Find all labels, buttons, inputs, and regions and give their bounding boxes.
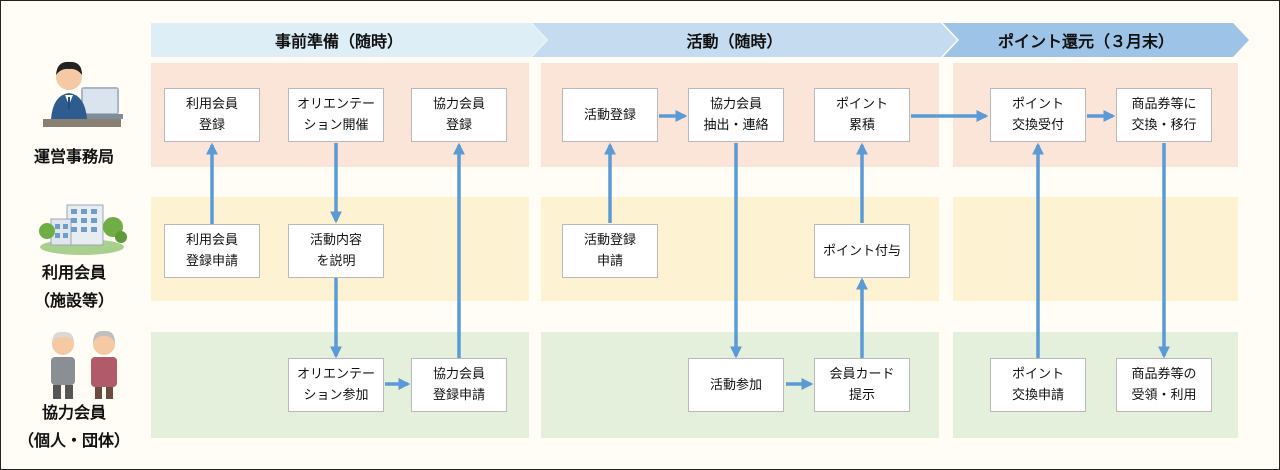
box-line: オリエンテー xyxy=(296,367,375,382)
box-exchange-apply: ポイント交換申請 xyxy=(990,358,1086,412)
phase-header-preparation: 事前準備（随時） xyxy=(151,23,547,57)
box-activity-apply: 活動登録申請 xyxy=(562,224,658,278)
box-line: を説明 xyxy=(316,254,356,269)
office-worker-icon xyxy=(43,61,123,127)
box-user-registration: 利用会員登録 xyxy=(164,88,260,142)
box-line: 交換・移行 xyxy=(1131,118,1197,133)
box-line: 協力会員 xyxy=(709,97,762,112)
box-cooperator-registration: 協力会員登録 xyxy=(411,88,507,142)
box-activity-registration: 活動登録 xyxy=(562,88,658,142)
phase-label: 活動（随時） xyxy=(686,32,783,51)
role-label-user: 利用会員 （施設等） xyxy=(3,259,145,315)
box-user-apply: 利用会員登録申請 xyxy=(164,224,260,278)
phase-header-activity: 活動（随時） xyxy=(532,23,957,57)
box-line: 協力会員 xyxy=(432,97,485,112)
box-line: 登録 xyxy=(198,118,225,133)
box-line: 商品券等に xyxy=(1131,97,1197,112)
box-cooperator-extract: 協力会員抽出・連絡 xyxy=(688,88,784,142)
box-exchange-accept: ポイント交換受付 xyxy=(990,88,1086,142)
phase-chevrons xyxy=(151,23,1249,57)
role-label-cooperator: 協力会員 （個人・団体） xyxy=(3,399,145,455)
box-line: 交換受付 xyxy=(1011,118,1064,133)
box-line: 提示 xyxy=(848,388,875,403)
box-line: 申請 xyxy=(596,254,623,269)
box-orientation-hold: オリエンテーション開催 xyxy=(288,88,384,142)
role-label-office: 運営事務局 xyxy=(3,143,145,171)
box-line: 会員カード xyxy=(829,367,895,382)
box-line: 利用会員 xyxy=(185,97,238,112)
box-point-grant: ポイント付与 xyxy=(814,224,910,278)
box-line: 登録申請 xyxy=(432,388,485,403)
box-line: 利用会員 xyxy=(185,233,238,248)
box-exchange-move: 商品券等に交換・移行 xyxy=(1116,88,1212,142)
phase-header-point-return: ポイント還元（３月末） xyxy=(943,23,1249,57)
box-line: 登録申請 xyxy=(185,254,238,269)
phase-chevron-activity xyxy=(532,23,957,57)
box-line: 活動登録 xyxy=(583,233,636,248)
box-line: 活動参加 xyxy=(709,377,762,393)
box-line: 受領・利用 xyxy=(1131,388,1197,403)
box-receive-use: 商品券等の受領・利用 xyxy=(1116,358,1212,412)
box-cooperator-apply: 協力会員登録申請 xyxy=(411,358,507,412)
box-line: 交換申請 xyxy=(1011,388,1064,403)
box-line: 商品券等の xyxy=(1131,367,1197,382)
role-line: （個人・団体） xyxy=(17,431,130,450)
role-line: （施設等） xyxy=(33,291,114,310)
box-line: 登録 xyxy=(445,118,472,133)
box-line: ポイント付与 xyxy=(822,243,901,259)
phase-label: ポイント還元（３月末） xyxy=(997,32,1174,51)
box-line: 協力会員 xyxy=(432,367,485,382)
box-line: オリエンテー xyxy=(296,97,375,112)
box-point-accumulate: ポイント累積 xyxy=(814,88,910,142)
box-line: ポイント xyxy=(1011,97,1064,112)
box-member-card: 会員カード提示 xyxy=(814,358,910,412)
box-activity-participate: 活動参加 xyxy=(688,358,784,412)
box-line: 活動登録 xyxy=(583,107,636,123)
box-explain-activity: 活動内容を説明 xyxy=(288,224,384,278)
box-line: 活動内容 xyxy=(309,233,362,248)
box-line: ション参加 xyxy=(303,388,369,403)
role-line: 運営事務局 xyxy=(33,147,114,166)
facility-building-icon xyxy=(39,204,127,255)
box-line: 抽出・連絡 xyxy=(703,118,769,133)
box-line: ション開催 xyxy=(303,118,369,133)
phase-label: 事前準備（随時） xyxy=(274,32,403,51)
phase-chevron-preparation xyxy=(151,23,547,57)
role-line: 利用会員 xyxy=(41,263,106,282)
box-line: ポイント xyxy=(1011,367,1064,382)
box-line: ポイント xyxy=(835,97,888,112)
elderly-couple-icon xyxy=(51,330,117,399)
box-orientation-join: オリエンテーション参加 xyxy=(288,358,384,412)
box-line: 累積 xyxy=(848,118,875,133)
role-line: 協力会員 xyxy=(41,403,106,422)
band-user-return xyxy=(953,197,1238,301)
phase-chevron-point-return xyxy=(943,23,1249,57)
